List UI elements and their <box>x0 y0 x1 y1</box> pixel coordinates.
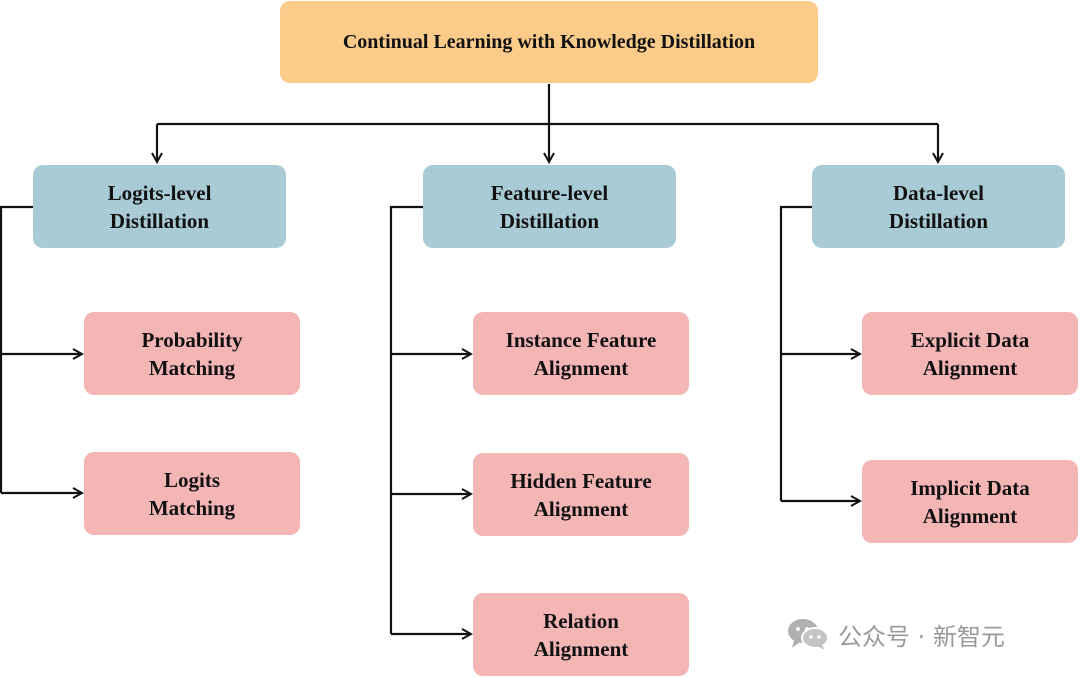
leaf-logits-matching: Logits Matching <box>84 452 300 535</box>
leaf-label-line2: Matching <box>148 355 236 380</box>
leaf-label-line1: Logits <box>163 467 220 492</box>
leaf-label-line2: Alignment <box>533 636 629 661</box>
leaf-label-line1: Relation <box>543 608 619 633</box>
leaf-implicit-data-alignment: Implicit Data Alignment <box>862 460 1078 543</box>
feature-spine-line <box>389 205 423 634</box>
leaf-label-line1: Explicit Data <box>910 327 1030 352</box>
leaf-label-line1: Hidden Feature <box>510 468 652 493</box>
category-data-level: Data-level Distillation <box>812 165 1065 248</box>
category-feature-level: Feature-level Distillation <box>423 165 676 248</box>
category-label-line1: Feature-level <box>490 180 609 205</box>
category-label-line2: Distillation <box>888 208 989 233</box>
leaf-label-line2: Alignment <box>922 355 1018 380</box>
category-logits-level: Logits-level Distillation <box>33 165 286 248</box>
logits-spine-line <box>0 205 33 493</box>
root-node: Continual Learning with Knowledge Distil… <box>280 1 818 83</box>
leaf-label-line1: Probability <box>141 327 243 352</box>
leaf-label-line1: Instance Feature <box>505 327 657 352</box>
category-label-line2: Distillation <box>499 208 600 233</box>
wechat-icon <box>788 619 829 650</box>
category-label-line1: Data-level <box>893 180 984 205</box>
watermark-text: 公众号 · 新智元 <box>838 622 1005 651</box>
leaf-instance-feature-alignment: Instance Feature Alignment <box>473 312 689 395</box>
leaf-relation-alignment: Relation Alignment <box>473 593 689 676</box>
leaf-probability-matching: Probability Matching <box>84 312 300 395</box>
category-label-line2: Distillation <box>109 208 210 233</box>
leaf-hidden-feature-alignment: Hidden Feature Alignment <box>473 453 689 536</box>
leaf-label-line2: Alignment <box>533 355 629 380</box>
watermark: 公众号 · 新智元 <box>786 614 1005 654</box>
data-spine-line <box>779 205 812 501</box>
leaf-label-line2: Matching <box>148 495 236 520</box>
leaf-label-line2: Alignment <box>922 503 1018 528</box>
root-label: Continual Learning with Knowledge Distil… <box>342 31 756 53</box>
category-label-line1: Logits-level <box>107 180 212 205</box>
leaf-explicit-data-alignment: Explicit Data Alignment <box>862 312 1078 395</box>
leaf-label-line2: Alignment <box>533 496 629 521</box>
leaf-label-line1: Implicit Data <box>910 475 1030 500</box>
